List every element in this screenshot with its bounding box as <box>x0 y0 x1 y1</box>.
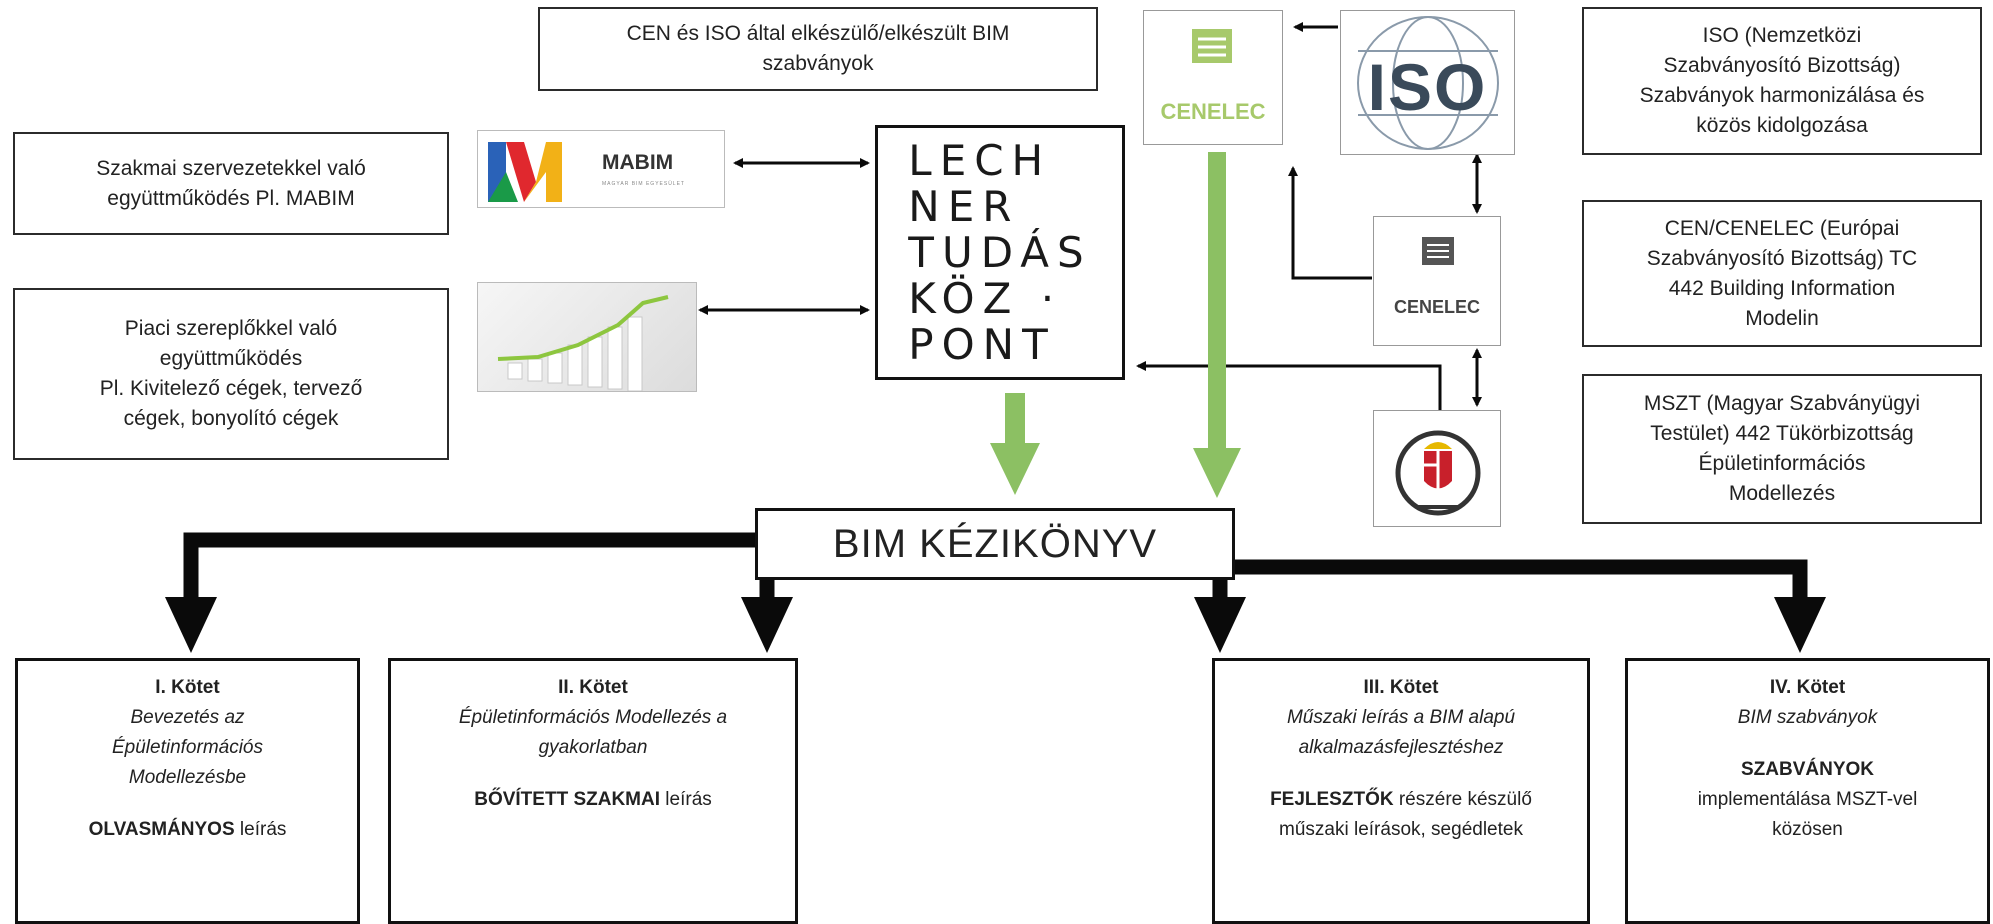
mszt-note-line1: MSZT (Magyar Szabványügyi <box>1643 392 1921 415</box>
iso-logo: ISO <box>1340 10 1515 155</box>
top-note-line2: szabványok <box>762 52 874 75</box>
bim-to-vol1-arrow <box>183 532 755 600</box>
growth-chart-icon <box>497 295 669 391</box>
volume-4-title: IV. Kötet <box>1769 677 1846 698</box>
volume-4-desc-line3: közösen <box>1772 819 1843 840</box>
volume-4-subtitle1: BIM szabványok <box>1737 707 1878 728</box>
volume-2-desc: BŐVÍTETT SZAKMAI leírás <box>391 785 795 815</box>
cen-note-line2: Szabványosító Bizottság) TC <box>1646 246 1918 270</box>
volume-3-subtitle1: Műszaki leírás a BIM alapú <box>1286 707 1516 728</box>
market-note-box: Piaci szereplőkkel való együttműködés Pl… <box>13 288 449 460</box>
bim-to-vol2-head <box>741 597 793 653</box>
mszt-to-center-arrow <box>1136 361 1442 410</box>
top-note-line1: CEN és ISO által elkészülő/elkészült BIM <box>626 22 1010 45</box>
iso-note-box: ISO (Nemzetközi Szabványosító Bizottság)… <box>1582 7 1982 155</box>
mabim-logo-subtext: MAGYAR BIM EGYESÜLET <box>602 181 685 187</box>
mszt-logo <box>1373 410 1501 527</box>
volume-1-box: I. Kötet Bevezetés az Épületinformációs … <box>15 658 360 924</box>
bim-to-vol4-head <box>1774 597 1826 653</box>
iso-note-line2: Szabványosító Bizottság) <box>1663 54 1901 77</box>
cenelec-to-bim-green-arrow <box>1193 152 1241 498</box>
mabim-logo: MABIM MAGYAR BIM EGYESÜLET <box>477 130 725 208</box>
volume-3-desc-line3: műszaki leírások, segédletek <box>1279 819 1523 840</box>
cen-note-box: CEN/CENELEC (Európai Szabványosító Bizot… <box>1582 200 1982 347</box>
volume-2-subtitle2: gyakorlatban <box>538 737 648 758</box>
mszt-crest-icon <box>1395 430 1481 516</box>
cenelec-top-text: CENELEC <box>1160 99 1266 124</box>
volume-4-desc-bold: SZABVÁNYOK <box>1740 759 1874 780</box>
volume-3-desc-rest: részére készülő <box>1393 789 1532 810</box>
cenelec-mid-to-top-arrow <box>1288 166 1372 280</box>
mabim-note-box: Szakmai szervezetekkel való együttműködé… <box>13 132 449 235</box>
cenelec-top-icon <box>1192 29 1232 63</box>
cenelec-mid-text: CENELEC <box>1393 297 1480 317</box>
volume-3-title: III. Kötet <box>1363 677 1439 698</box>
iso-note-line3: Szabványok harmonizálása és <box>1639 84 1925 107</box>
mszt-note-line4: Modellezés <box>1728 482 1836 505</box>
mszt-note-line2: Testület) 442 Tükörbizottság <box>1650 422 1914 445</box>
lechner-line2: NER <box>908 181 1020 231</box>
volume-1-desc-rest: leírás <box>234 819 287 840</box>
volume-2-title: II. Kötet <box>558 677 628 698</box>
volume-2-desc-bold: BŐVÍTETT SZAKMAI <box>474 789 661 810</box>
iso-note-line1: ISO (Nemzetközi <box>1702 24 1862 47</box>
lechner-line4: KÖZ · <box>908 273 1063 323</box>
mabim-logo-text: MABIM <box>602 151 674 174</box>
volume-1-title: I. Kötet <box>155 677 220 698</box>
volume-2-subtitle1: Épületinformációs Modellezés a <box>458 707 728 728</box>
volume-2-desc-rest: leírás <box>660 789 712 810</box>
volume-4-desc-line2: implementálása MSZT-vel <box>1697 789 1918 810</box>
volume-3-desc-bold: FEJLESZTŐK <box>1270 789 1394 810</box>
volume-1-subtitle1: Bevezetés az <box>130 707 245 728</box>
market-note-line2: együttműködés <box>159 347 303 370</box>
mszt-note-box: MSZT (Magyar Szabványügyi Testület) 442 … <box>1582 374 1982 524</box>
lechner-line1: LECH <box>908 135 1052 185</box>
cen-note-line4: Modelin <box>1745 306 1819 330</box>
market-note-line4: cégek, bonyolító cégek <box>123 407 339 430</box>
bim-handbook-box: BIM KÉZIKÖNYV <box>755 508 1235 580</box>
bim-to-vol4-arrow <box>1235 559 1808 600</box>
iso-text: ISO <box>1367 50 1488 124</box>
volume-3-desc: FEJLESZTŐK részére készülő <box>1215 785 1587 815</box>
top-note-box: CEN és ISO által elkészülő/elkészült BIM… <box>538 7 1098 91</box>
cen-note-line1: CEN/CENELEC (Európai <box>1664 216 1900 240</box>
mabim-note-line1: Szakmai szervezetekkel való <box>96 156 366 180</box>
mabim-note-line2: együttműködés Pl. MABIM <box>107 186 355 210</box>
volume-1-subtitle2: Épületinformációs <box>111 737 264 758</box>
iso-note-line4: közös kidolgozása <box>1696 114 1868 137</box>
volume-1-desc-bold: OLVASMÁNYOS <box>88 819 235 840</box>
mszt-note-line3: Épületinformációs <box>1698 452 1866 475</box>
volume-4-box: IV. Kötet BIM szabványok SZABVÁNYOK impl… <box>1625 658 1990 924</box>
market-note-line1: Piaci szereplőkkel való <box>124 317 338 340</box>
volume-1-subtitle3: Modellezésbe <box>128 767 247 788</box>
volume-1-desc: OLVASMÁNYOS leírás <box>18 815 357 845</box>
bim-to-vol1-head <box>165 597 217 653</box>
volume-3-subtitle2: alkalmazásfejlesztéshez <box>1298 737 1504 758</box>
lechner-logo-text: LECH NER TUDÁS KÖZ · PONT <box>908 135 1092 369</box>
cenelec-mid-icon <box>1422 237 1454 265</box>
market-note-line3: Pl. Kivitelező cégek, tervező <box>99 377 363 400</box>
cenelec-top-logo: CENELEC <box>1143 10 1283 145</box>
lechner-line3: TUDÁS <box>908 227 1092 277</box>
center-to-bim-green-arrow <box>990 393 1040 495</box>
volume-3-box: III. Kötet Műszaki leírás a BIM alapú al… <box>1212 658 1590 924</box>
cen-note-line3: 442 Building Information <box>1668 276 1896 300</box>
cenelec-mid-logo: CENELEC <box>1373 216 1501 346</box>
mabim-m-icon <box>488 142 562 202</box>
market-growth-image <box>477 282 697 392</box>
lechner-center-box: LECH NER TUDÁS KÖZ · PONT <box>875 125 1125 380</box>
lechner-line5: PONT <box>908 319 1056 369</box>
iso-globe-icon <box>1357 16 1499 150</box>
volume-2-box: II. Kötet Épületinformációs Modellezés a… <box>388 658 798 924</box>
bim-to-vol3-head <box>1194 597 1246 653</box>
